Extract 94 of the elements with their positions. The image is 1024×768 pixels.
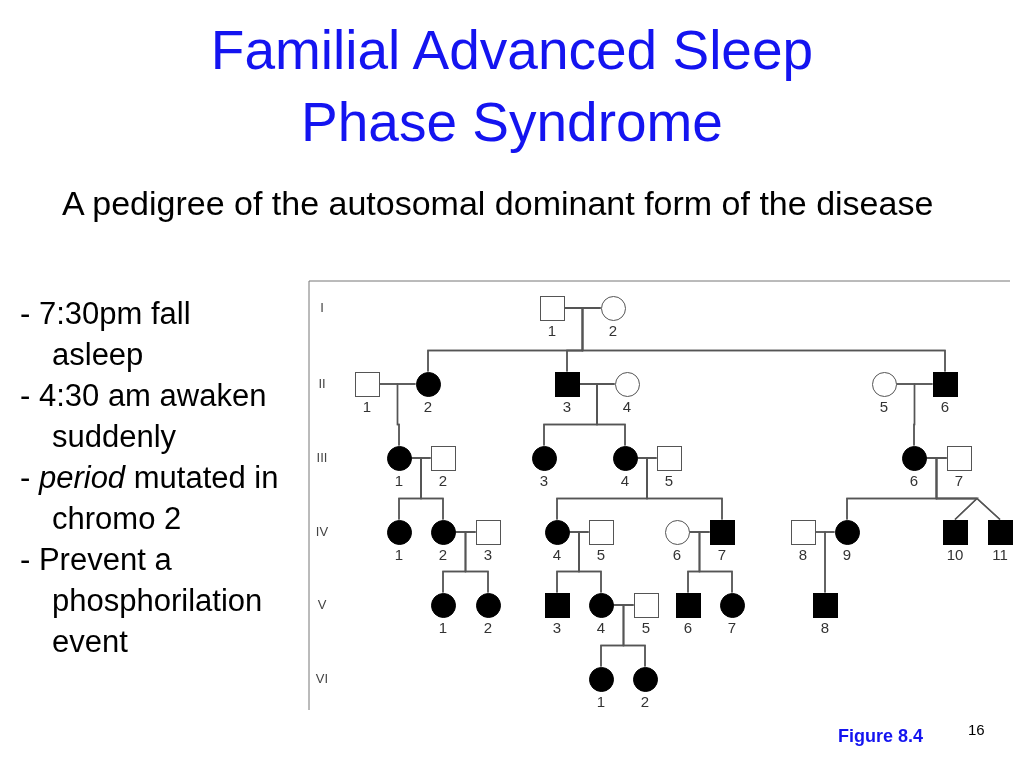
individual-number: 1 xyxy=(393,547,405,563)
individual-number: 1 xyxy=(393,473,405,489)
individual-number: 2 xyxy=(437,547,449,563)
individual-number: 7 xyxy=(716,547,728,563)
filled-circle-symbol xyxy=(834,519,860,545)
square-symbol xyxy=(430,445,456,471)
individual-number: 3 xyxy=(538,473,550,489)
individual-number: 2 xyxy=(607,323,619,339)
square-symbol xyxy=(946,445,972,471)
individual-number: 5 xyxy=(878,399,890,415)
figure-reference: Figure 8.4 xyxy=(838,726,924,747)
individual-number: 2 xyxy=(422,399,434,415)
descent-line xyxy=(396,383,417,447)
individual-number: 11 xyxy=(991,547,1009,563)
filled-circle-symbol xyxy=(544,519,570,545)
bullet-text: - 7:30pm fall asleep xyxy=(20,295,192,374)
filled-circle-symbol xyxy=(386,445,412,471)
filled-circle-symbol xyxy=(386,519,412,545)
descent-line xyxy=(622,604,646,668)
filled-square-symbol xyxy=(554,371,580,397)
generation-label: III xyxy=(315,450,329,466)
individual-number: 10 xyxy=(945,547,965,563)
individual-number: 6 xyxy=(671,547,683,563)
individual-number: 2 xyxy=(482,620,494,636)
generation-label: V xyxy=(316,597,328,613)
individual-number: 1 xyxy=(546,323,558,339)
filled-square-symbol xyxy=(812,592,838,618)
circle-symbol xyxy=(871,371,897,397)
filled-circle-symbol xyxy=(415,371,441,397)
individual-number: 5 xyxy=(663,473,675,489)
individual-number: 8 xyxy=(819,620,831,636)
filled-square-symbol xyxy=(675,592,701,618)
individual-number: 8 xyxy=(797,547,809,563)
filled-square-symbol xyxy=(942,519,968,545)
individual-number: 3 xyxy=(551,620,563,636)
individual-number: 1 xyxy=(595,694,607,710)
individual-number: 5 xyxy=(595,547,607,563)
filled-square-symbol xyxy=(544,592,570,618)
subtitle: A pedigree of the autosomal dominant form of the disease xyxy=(62,183,935,224)
individual-number: 6 xyxy=(908,473,920,489)
descent-line xyxy=(464,531,489,594)
filled-circle-symbol xyxy=(719,592,745,618)
individual-number: 3 xyxy=(482,547,494,563)
bullet-text: - period mutated in chromo 2 xyxy=(20,459,280,538)
descent-line xyxy=(420,457,444,521)
individual-number: 1 xyxy=(437,620,449,636)
filled-circle-symbol xyxy=(475,592,501,618)
individual-number: 6 xyxy=(939,399,951,415)
filled-circle-symbol xyxy=(632,666,658,692)
filled-circle-symbol xyxy=(531,445,557,471)
individual-number: 4 xyxy=(621,399,633,415)
individual-number: 7 xyxy=(726,620,738,636)
individual-number: 1 xyxy=(361,399,373,415)
individual-number: 7 xyxy=(953,473,965,489)
filled-square-symbol xyxy=(987,519,1013,545)
square-symbol xyxy=(354,371,380,397)
individual-number: 2 xyxy=(639,694,651,710)
square-symbol xyxy=(475,519,501,545)
descent-line xyxy=(824,531,836,594)
circle-symbol xyxy=(614,371,640,397)
generation-label: IV xyxy=(314,524,330,540)
individual-number: 6 xyxy=(682,620,694,636)
generation-label: II xyxy=(317,376,327,392)
filled-circle-symbol xyxy=(612,445,638,471)
descent-line xyxy=(596,383,626,447)
descent-line xyxy=(578,531,602,594)
filled-square-symbol xyxy=(932,371,958,397)
filled-circle-symbol xyxy=(430,592,456,618)
filled-circle-symbol xyxy=(430,519,456,545)
slide-title: Familial Advanced Sleep Phase Syndrome xyxy=(209,18,815,155)
filled-square-symbol xyxy=(709,519,735,545)
individual-number: 4 xyxy=(551,547,563,563)
individual-number: 9 xyxy=(841,547,853,563)
circle-symbol xyxy=(600,295,626,321)
circle-symbol xyxy=(664,519,690,545)
individual-number: 5 xyxy=(640,620,652,636)
square-symbol xyxy=(656,445,682,471)
individual-number: 3 xyxy=(561,399,573,415)
filled-circle-symbol xyxy=(588,592,614,618)
individual-number: 4 xyxy=(619,473,631,489)
individual-number: 4 xyxy=(595,620,607,636)
square-symbol xyxy=(539,295,565,321)
filled-circle-symbol xyxy=(901,445,927,471)
bullet-text: - Prevent a phosphorilation event xyxy=(20,541,264,661)
descent-line xyxy=(698,531,733,594)
generation-label: I xyxy=(319,300,325,316)
slide-number: 16 xyxy=(968,721,985,738)
individual-number: 2 xyxy=(437,473,449,489)
square-symbol xyxy=(790,519,816,545)
square-symbol xyxy=(633,592,659,618)
descent-line xyxy=(913,383,934,447)
filled-circle-symbol xyxy=(588,666,614,692)
square-symbol xyxy=(588,519,614,545)
generation-label: VI xyxy=(314,671,330,687)
